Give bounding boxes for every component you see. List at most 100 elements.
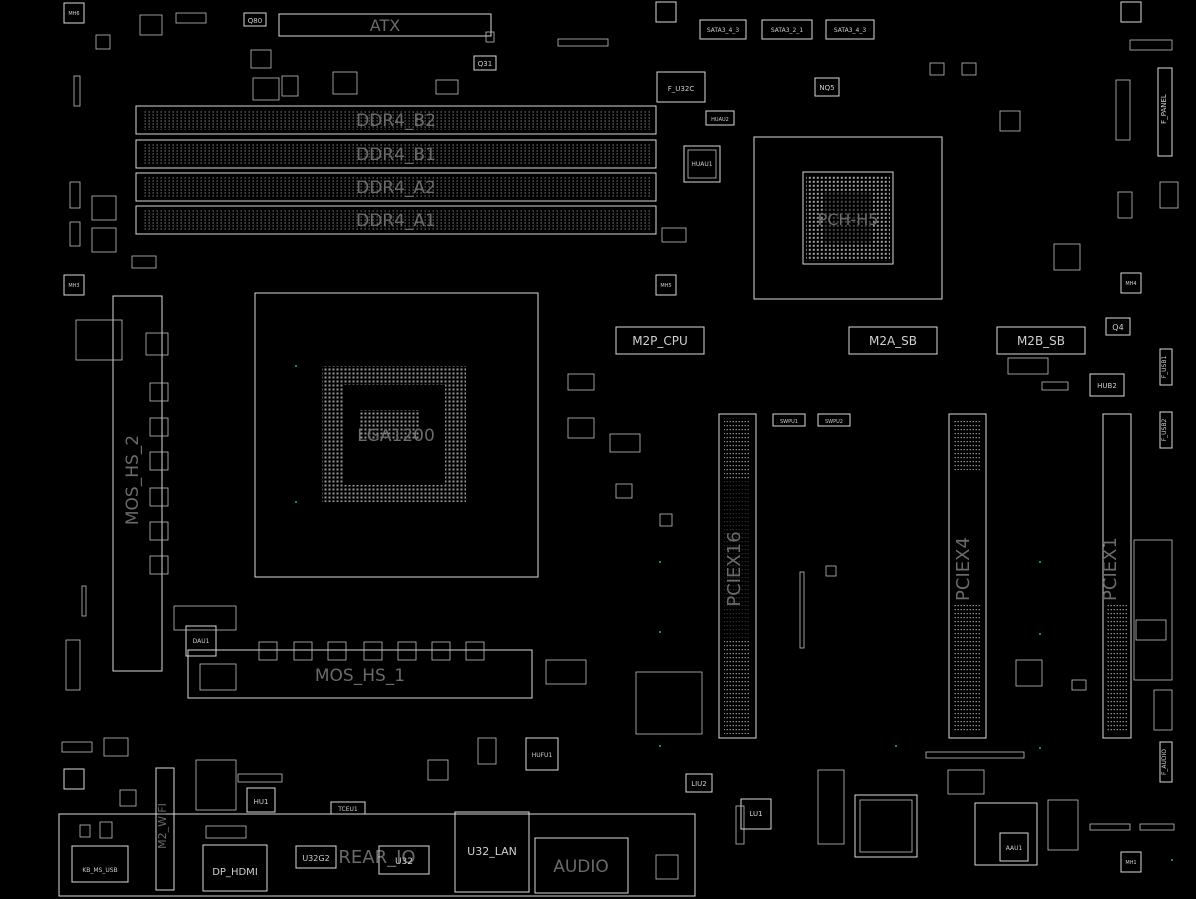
test-points: [295, 365, 1173, 861]
f-usb2-header: F_USB2: [1159, 411, 1173, 449]
q31-label: Q31: [478, 60, 492, 68]
pch-label: PCH-H5: [818, 210, 879, 229]
dimm-a2-label: DDR4_A2: [356, 178, 436, 198]
tceu1-chip: TCEU1: [330, 801, 366, 815]
rear-io-area: REAR_IO: [58, 813, 696, 897]
mh1-label: MH1: [1125, 860, 1136, 866]
huau2-chip: HUAU2: [705, 110, 735, 126]
m2b-sb-label: M2B_SB: [1017, 334, 1065, 348]
f-panel-label: F_PANEL: [1160, 94, 1168, 124]
sio-chip: [854, 794, 918, 858]
dau1-label: DAU1: [193, 638, 210, 645]
mh4-label: MH4: [1125, 281, 1136, 287]
q4-component: Q4: [1105, 317, 1131, 336]
m2a-sb-label: M2A_SB: [869, 334, 917, 348]
mos-hs-1-label: MOS_HS_1: [315, 666, 405, 686]
q80-label: Q80: [248, 17, 262, 25]
u32g2-port: U32G2: [295, 845, 337, 869]
kb-ms-usb-port: KB_MS_USB: [71, 845, 129, 883]
aau1-label: AAU1: [1006, 845, 1023, 852]
swpu1-label: SWPU1: [780, 419, 798, 425]
pciex4-slot: PCIEX4: [948, 413, 987, 739]
kb-ms-usb-label: KB_MS_USB: [82, 867, 117, 874]
mos-heatsink-1: MOS_HS_1: [187, 649, 533, 699]
mh3-label: MH3: [68, 283, 79, 289]
f-usb1-header: F_USB1: [1159, 348, 1173, 386]
tceu1-label: TCEU1: [337, 806, 358, 813]
u32-lan-label: U32_LAN: [467, 845, 517, 858]
m2-wifi-slot: M2_WIFI: [155, 767, 175, 891]
sata-header-2: SATA3_2_1: [761, 19, 813, 40]
huau2-label: HUAU2: [711, 117, 729, 123]
sata-header-3: SATA3_4_3: [825, 19, 875, 40]
mh6-label: MH6: [68, 11, 79, 17]
hub2-chip: HUB2: [1089, 373, 1125, 397]
mounting-hole-mh3: MH3: [63, 274, 85, 296]
atx-label: ATX: [370, 16, 400, 35]
dimm-b2-label: DDR4_B2: [356, 111, 436, 131]
sata-1-label: SATA3_4_3: [707, 27, 739, 34]
mounting-hole-mh1: MH1: [63, 768, 1142, 873]
cpu-socket-label: LGA1200: [357, 426, 435, 446]
mounting-hole-mh6: MH6: [63, 2, 85, 24]
rear-io-label: REAR_IO: [338, 847, 415, 868]
m2p-cpu-slot: M2P_CPU: [615, 326, 705, 355]
dimm-slot-b2: DDR4_B2: [135, 105, 657, 135]
huau1-chip: HUAU1: [683, 145, 721, 183]
nq5-component: NQ5: [814, 77, 840, 97]
pciex16-slot: PCIEX16: [718, 413, 757, 739]
f-u32c-header: F_U32C: [656, 71, 706, 103]
pciex1-label: PCIEX1: [1100, 537, 1121, 601]
q80-component: Q80: [243, 12, 267, 27]
mos-hs-2-label: MOS_HS_2: [123, 435, 143, 525]
liu2-chip: LIU2: [685, 773, 713, 793]
audio-jack: AUDIO: [534, 837, 629, 894]
swpu2-chip: SWPU2: [817, 413, 851, 427]
lu1-chip: LU1: [740, 798, 772, 830]
passive-components: [61, 12, 1179, 880]
pciex1-slot: PCIEX1: [1100, 413, 1132, 739]
m2p-cpu-label: M2P_CPU: [632, 334, 688, 348]
u32g2-label: U32G2: [302, 854, 329, 863]
atx-connector: ATX: [278, 13, 495, 43]
huau1-label: HUAU1: [691, 161, 712, 168]
sata-header-1: SATA3_4_3: [699, 19, 747, 40]
mounting-hole-mh4: MH4: [1120, 272, 1142, 294]
m2-wifi-label: M2_WIFI: [156, 803, 169, 849]
lu1-label: LU1: [749, 810, 762, 818]
dimm-b1-label: DDR4_B1: [356, 145, 436, 165]
pciex4-label: PCIEX4: [953, 537, 974, 601]
nq5-label: NQ5: [819, 84, 834, 92]
q4-label: Q4: [1112, 323, 1123, 332]
q31-component: Q31: [473, 55, 497, 71]
f-u32c-label: F_U32C: [668, 85, 695, 93]
pciex16-label: PCIEX16: [724, 531, 745, 606]
f-audio-label: F_AUDIO: [1161, 749, 1168, 775]
f-usb1-label: F_USB1: [1161, 356, 1168, 379]
hub2-label: HUB2: [1097, 382, 1117, 390]
aau1-chip: AAU1: [974, 802, 1038, 866]
hu1-label: HU1: [254, 798, 269, 806]
u32-lan-port: U32_LAN: [454, 811, 530, 893]
mh5-label: MH5: [660, 283, 671, 289]
dimm-slot-a1: DDR4_A1: [135, 205, 657, 235]
u32-label: U32: [395, 857, 413, 867]
dimm-slot-a2: DDR4_A2: [135, 172, 657, 202]
front-panel-header: F_PANEL: [1157, 67, 1173, 157]
m2a-sb-slot: M2A_SB: [848, 326, 938, 355]
f-audio-header: F_AUDIO: [1159, 741, 1173, 783]
dp-hdmi-port: DP_HDMI: [202, 844, 268, 892]
liu2-label: LIU2: [691, 780, 707, 788]
hufu1-chip: HUFU1: [525, 737, 559, 771]
sata-2-label: SATA3_2_1: [771, 27, 803, 34]
u32-port: U32: [378, 845, 430, 875]
swpu2-label: SWPU2: [825, 419, 843, 425]
hufu1-label: HUFU1: [532, 752, 553, 759]
dp-hdmi-label: DP_HDMI: [212, 867, 258, 878]
swpu1-chip: SWPU1: [772, 413, 806, 427]
f-usb2-label: F_USB2: [1161, 419, 1168, 442]
pch-chipset: PCH-H5: [753, 136, 943, 300]
dimm-slot-b1: DDR4_B1: [135, 139, 657, 169]
mounting-hole-mh5: MH5: [655, 1, 1142, 296]
